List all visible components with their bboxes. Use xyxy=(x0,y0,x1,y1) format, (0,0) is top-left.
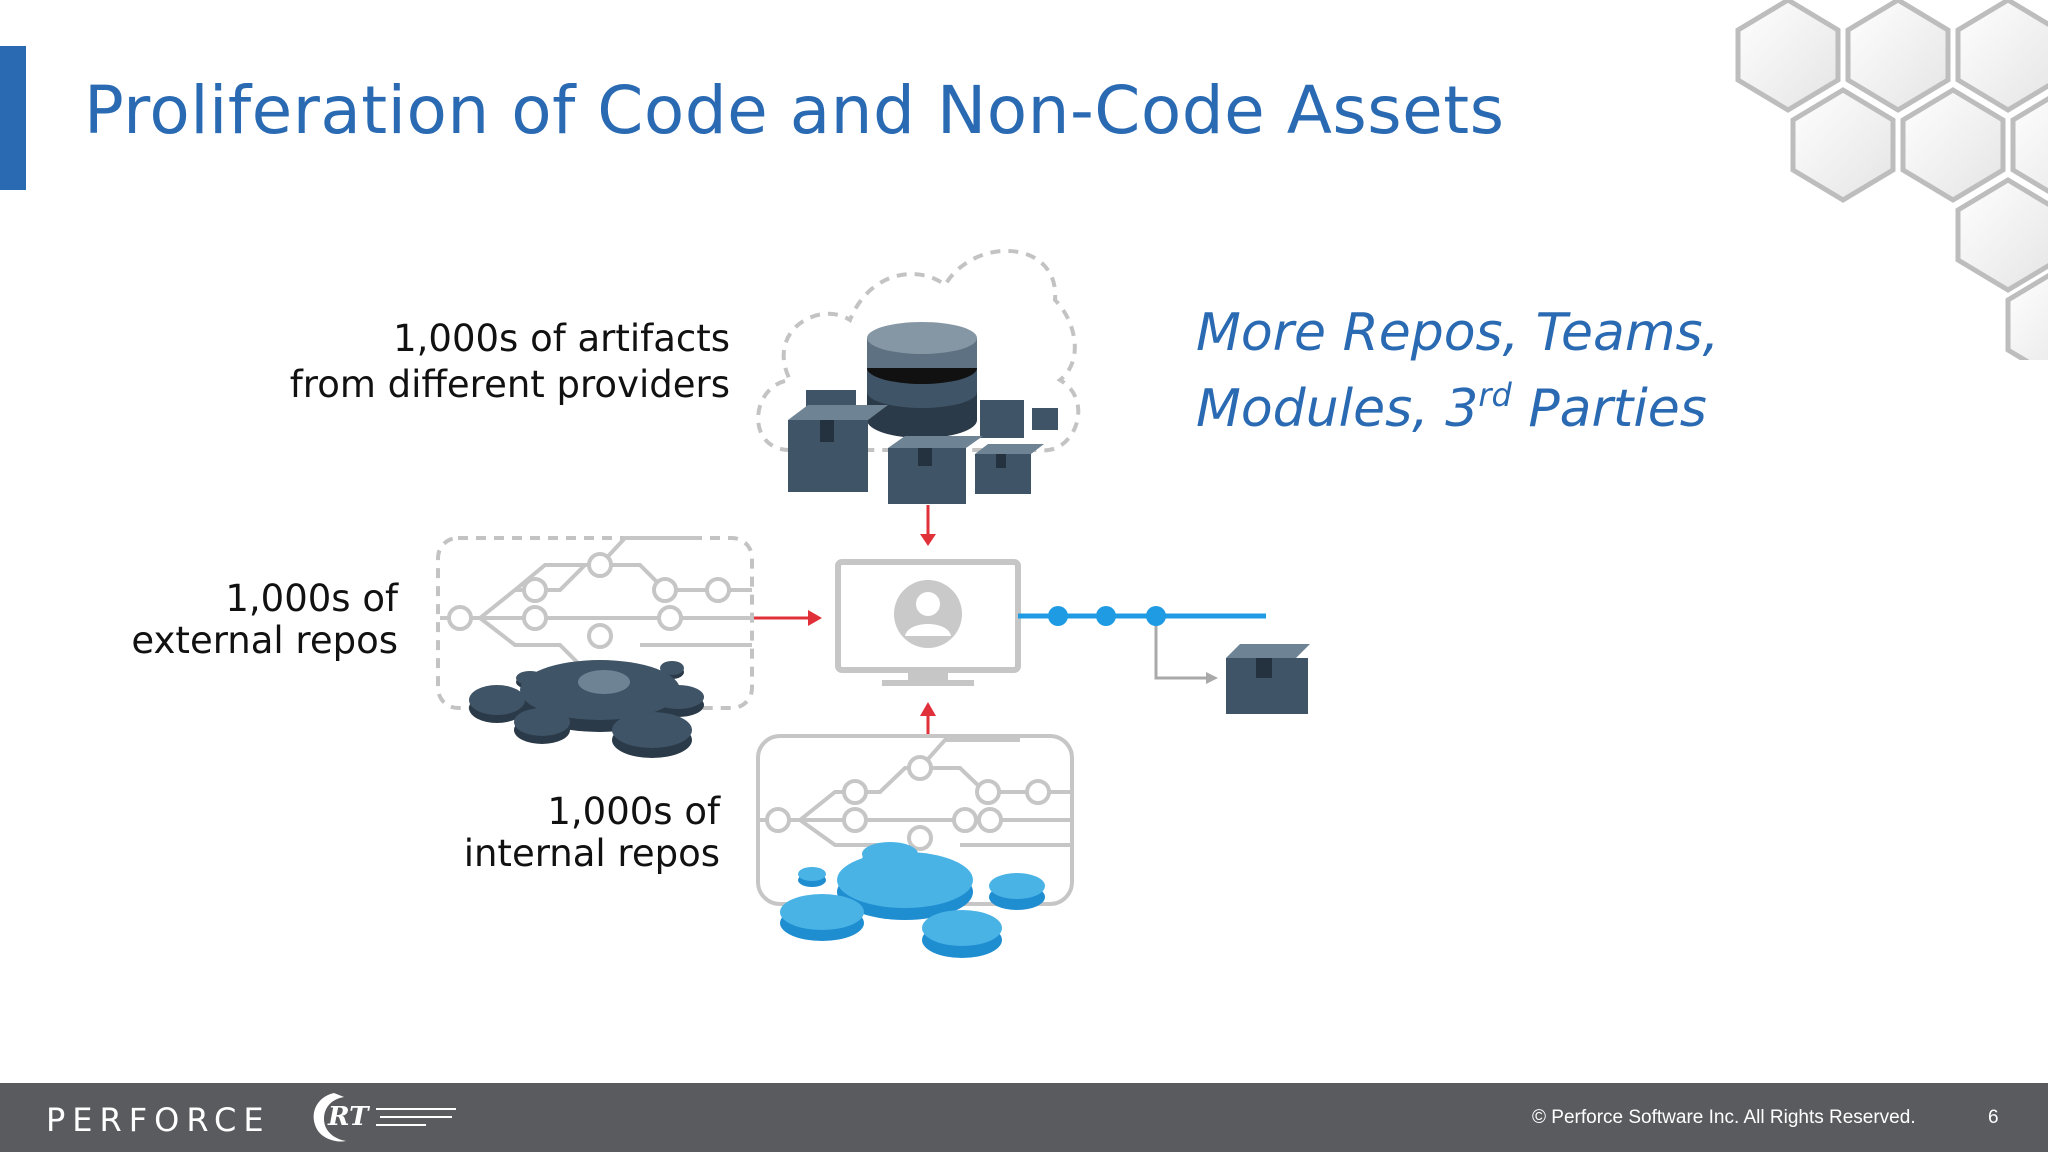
external-label-line1: 1,000s of xyxy=(225,577,398,620)
hexagon-pattern-icon xyxy=(1735,0,2048,360)
release-team-logo: RT xyxy=(313,1093,456,1142)
internal-repos-label: 1,000s of internal repos xyxy=(380,791,720,875)
cloud-database-icon xyxy=(756,248,1081,504)
title-accent-bar xyxy=(0,46,26,190)
pipeline-icon xyxy=(1018,606,1266,684)
computer-user-icon xyxy=(835,559,1021,686)
external-repo-icon xyxy=(436,536,754,758)
callout-line1: More Repos, Teams, xyxy=(1196,303,1720,363)
artifacts-label-line2: from different providers xyxy=(289,363,730,406)
internal-repo-icon xyxy=(756,734,1074,958)
callout-line2-prefix: Modules, 3 xyxy=(1196,379,1479,439)
external-label-line2: external repos xyxy=(131,619,398,662)
callout-text: More Repos, Teams, Modules, 3rd Parties xyxy=(1196,302,1719,440)
svg-text:RT: RT xyxy=(327,1102,370,1132)
slide-title: Proliferation of Code and Non-Code Asset… xyxy=(84,72,1505,149)
callout-line2: Modules, 3rd Parties xyxy=(1196,364,1719,440)
external-repos-label: 1,000s of external repos xyxy=(60,578,398,662)
copyright-text: © Perforce Software Inc. All Rights Rese… xyxy=(1532,1107,1916,1128)
asset-flow-diagram xyxy=(436,248,1310,958)
internal-label-line1: 1,000s of xyxy=(547,790,720,833)
package-box-icon xyxy=(1226,644,1310,714)
artifacts-label: 1,000s of artifacts from different provi… xyxy=(200,316,730,408)
footer-bar: PERFORCE RT © Perforce Software Inc. All… xyxy=(0,1083,2048,1152)
internal-label-line2: internal repos xyxy=(463,832,720,875)
page-number: 6 xyxy=(1988,1107,1999,1128)
callout-superscript: rd xyxy=(1478,376,1512,414)
perforce-logo: PERFORCE xyxy=(46,1101,271,1139)
artifacts-label-line1: 1,000s of artifacts xyxy=(393,317,730,360)
callout-line2-suffix: Parties xyxy=(1511,379,1707,439)
